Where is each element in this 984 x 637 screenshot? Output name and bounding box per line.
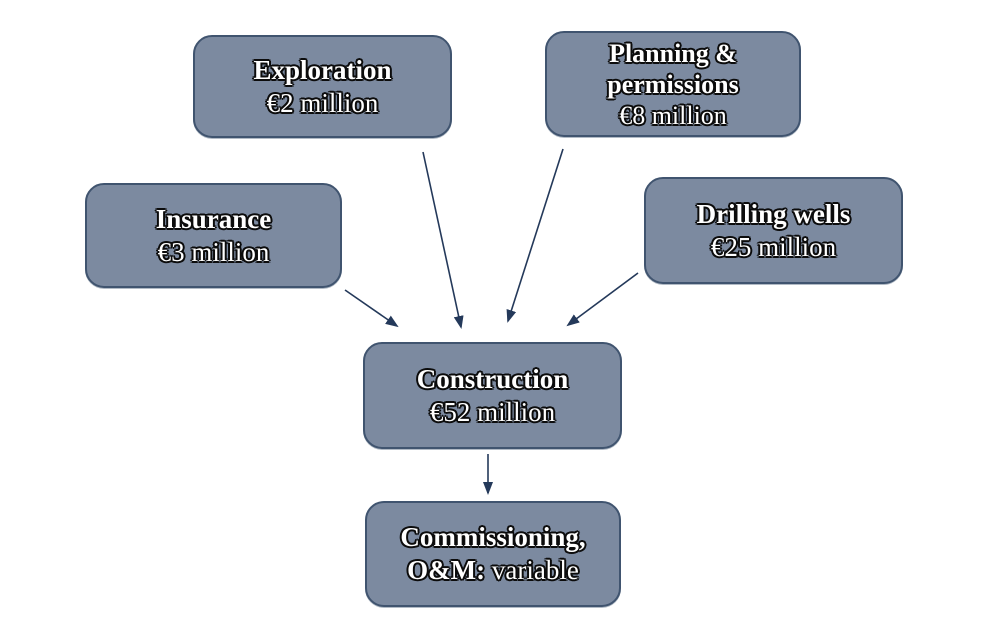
arrow-drilling-to-construction <box>566 272 639 327</box>
node-drilling-value: €25 million <box>710 231 837 262</box>
node-planning-title-line1: Planning & <box>609 38 737 68</box>
node-construction: Construction €52 million <box>363 342 622 449</box>
node-commissioning-om-label: O&M: <box>407 555 486 585</box>
node-commissioning-title: Commissioning, <box>400 522 586 552</box>
node-commissioning-value: O&M: variable <box>407 554 579 587</box>
node-insurance: Insurance €3 million <box>85 183 342 288</box>
node-drilling-title: Drilling wells <box>696 198 851 229</box>
node-planning-permissions: Planning & permissions €8 million <box>545 31 801 137</box>
node-insurance-value: €3 million <box>157 236 270 267</box>
node-insurance-title: Insurance <box>155 203 272 234</box>
node-drilling-wells: Drilling wells €25 million <box>644 177 903 284</box>
node-planning-title-line2: permissions <box>607 69 739 99</box>
node-exploration-title: Exploration <box>253 54 392 85</box>
node-commissioning-variable-label: variable <box>491 555 579 585</box>
node-planning-value: €8 million <box>619 100 727 130</box>
node-construction-title: Construction <box>416 363 569 394</box>
arrow-insurance-to-construction <box>344 289 399 328</box>
node-commissioning-om: Commissioning, O&M: variable <box>365 501 621 607</box>
node-exploration: Exploration €2 million <box>193 35 452 138</box>
arrow-exploration-to-construction <box>422 151 464 329</box>
node-exploration-value: €2 million <box>266 87 379 118</box>
node-construction-value: €52 million <box>429 396 556 427</box>
arrow-planning-to-construction <box>506 148 564 323</box>
